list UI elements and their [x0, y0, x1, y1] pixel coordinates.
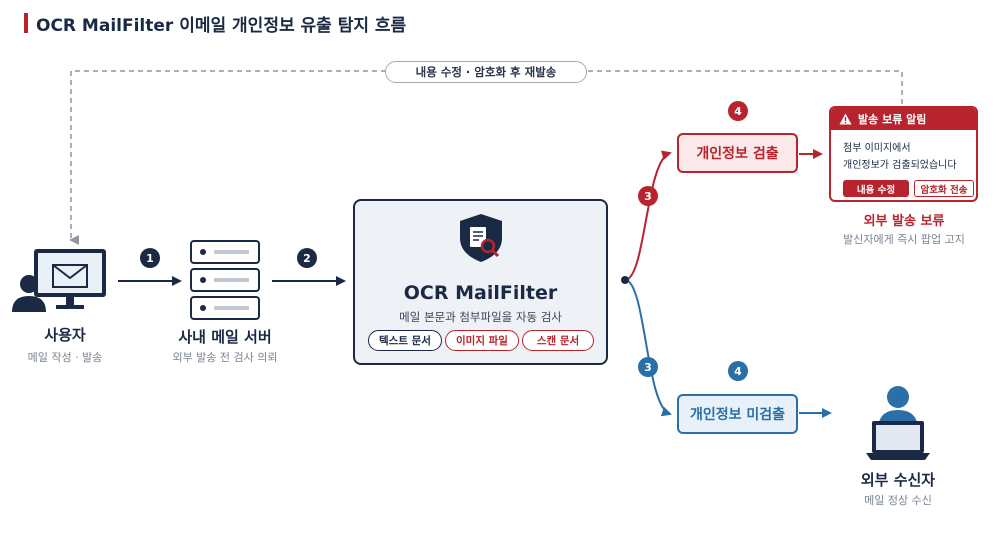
hold-title: 외부 발송 보류 [863, 214, 945, 229]
resend-loop-arrow [69, 70, 903, 245]
step-3-detected-marker: 3 [638, 186, 658, 206]
recipient-subtitle: 메일 정상 수신 [864, 494, 932, 507]
recipient-title: 외부 수신자 [860, 471, 936, 489]
hold-subtitle: 발신자에게 즉시 팝업 고지 [843, 233, 965, 246]
page-title: OCR MailFilter 이메일 개인정보 유출 탐지 흐름 [36, 16, 407, 36]
personal-info-not-detected-box: 개인정보 미검출 [677, 394, 798, 434]
chip-scanned-document: 스캔 문서 [522, 330, 594, 351]
user-subtitle: 메일 작성 · 발송 [27, 351, 103, 364]
resend-loop-label: 내용 수정 · 암호화 후 재발송 [385, 61, 587, 83]
encrypt-send-button[interactable]: 암호화 전송 [914, 180, 974, 197]
personal-info-detected-box: 개인정보 검출 [677, 133, 798, 173]
step-4-detected-marker: 4 [728, 101, 748, 121]
chip-image-file: 이미지 파일 [445, 330, 519, 351]
step-3-clean-marker: 3 [638, 357, 658, 377]
user-title: 사용자 [44, 326, 86, 344]
alert-header: 발송 보류 알림 [831, 108, 976, 130]
arrow-to-detected [625, 150, 672, 281]
chip-text-document: 텍스트 문서 [368, 330, 442, 351]
recipient-icon [866, 386, 930, 460]
title-accent-bar [24, 13, 28, 33]
step-4-clean-marker: 4 [728, 361, 748, 381]
alert-message-line-1: 첨부 이미지에서 [843, 143, 911, 154]
step-1-marker: 1 [140, 248, 160, 268]
branch-point [621, 276, 629, 284]
server-title: 사내 메일 서버 [178, 328, 272, 346]
server-subtitle: 외부 발송 전 검사 의뢰 [172, 351, 278, 364]
edit-content-button[interactable]: 내용 수정 [843, 180, 909, 197]
mail-server-icon [190, 240, 260, 320]
alert-header-text: 발송 보류 알림 [858, 113, 927, 126]
filter-subtitle: 메일 본문과 첨부파일을 자동 검사 [399, 310, 562, 324]
warning-icon [839, 113, 852, 125]
step-2-marker: 2 [297, 248, 317, 268]
alert-message-line-2: 개인정보가 검출되었습니다 [843, 160, 957, 171]
alert-actions: 내용 수정 암호화 전송 [831, 180, 976, 197]
filter-title: OCR MailFilter [403, 282, 558, 304]
send-hold-alert-popup: 발송 보류 알림 첨부 이미지에서 개인정보가 검출되었습니다 내용 수정 암호… [829, 106, 978, 202]
arrow-to-not-detected [625, 279, 672, 417]
user-monitor-icon [12, 249, 106, 312]
shield-search-icon [460, 214, 502, 262]
